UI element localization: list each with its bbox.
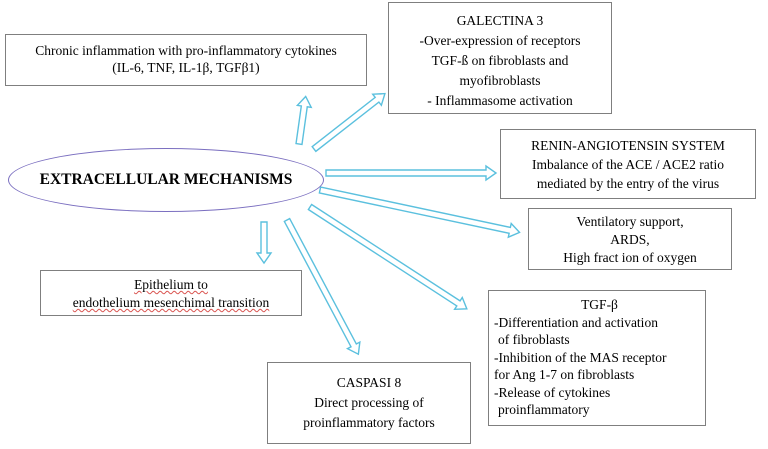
galectina-line-3: TGF-ß on fibroblasts and <box>431 53 569 68</box>
arrow-to-galectina <box>311 92 386 153</box>
tgfb-line-2: of fibroblasts <box>498 332 570 347</box>
arrow-to-ventilatory <box>318 186 521 239</box>
galectina-line-2: -Over-expression of receptors <box>419 33 581 48</box>
tgfb-line-5: -Release of cytokines <box>494 384 611 400</box>
galectina-line-5: - Inflammasome activation <box>427 93 573 108</box>
tgfb-title: TGF-β <box>581 297 618 312</box>
ventilatory-support-box: Ventilatory support, ARDS, High fract io… <box>528 208 732 270</box>
tgf-beta-box: TGF-β -Differentiation and activation of… <box>488 290 706 426</box>
epithelium-line-2: endothelium mesenchimal transition <box>72 295 270 310</box>
tgfb-line-3: -Inhibition of the MAS receptor <box>494 349 667 365</box>
chronic-inflammation-box: Chronic inflammation with pro-inflammato… <box>5 34 367 86</box>
ventilatory-line-1: Ventilatory support, <box>576 214 684 229</box>
arrow-to-chronic <box>295 95 313 146</box>
tgfb-line-4: for Ang 1-7 on fibroblasts <box>494 367 635 382</box>
caspasi-line-3: proinflammatory factors <box>303 415 435 430</box>
center-label: EXTRACELLULAR MECHANISMS <box>39 171 293 188</box>
tgfb-line-6: proinflammatory <box>498 402 590 417</box>
galectina-box: GALECTINA 3 -Over-expression of receptor… <box>388 2 612 114</box>
ventilatory-line-3: High fract ion of oxygen <box>563 250 697 265</box>
chronic-line-1: Chronic inflammation with pro-inflammato… <box>35 43 337 58</box>
tgfb-line-1: -Differentiation and activation <box>494 314 658 330</box>
caspasi-box: CASPASI 8 Direct processing of proinflam… <box>267 362 471 444</box>
epithelium-transition-box: Epithelium to endothelium mesenchimal tr… <box>40 270 302 316</box>
epithelium-line-1: Epithelium to <box>134 277 208 292</box>
arrow-to-caspasi <box>283 217 361 356</box>
arrow-to-epithelium <box>255 221 273 265</box>
arrow-to-renin <box>325 164 498 182</box>
renin-line-2: Imbalance of the ACE / ACE2 ratio <box>532 157 724 172</box>
extracellular-mechanisms-node: EXTRACELLULAR MECHANISMS <box>8 148 324 212</box>
renin-angiotensin-box: RENIN-ANGIOTENSIN SYSTEM Imbalance of th… <box>500 129 756 199</box>
chronic-line-2: (IL-6, TNF, IL-1β, TGFβ1) <box>112 60 260 75</box>
renin-line-3: mediated by the entry of the virus <box>536 176 720 191</box>
ventilatory-line-2: ARDS, <box>610 232 650 247</box>
renin-line-1: RENIN-ANGIOTENSIN SYSTEM <box>531 138 725 153</box>
arrow-to-tgfb <box>307 203 468 311</box>
caspasi-line-2: Direct processing of <box>314 395 424 410</box>
galectina-line-1: GALECTINA 3 <box>456 13 544 28</box>
caspasi-line-1: CASPASI 8 <box>336 375 402 390</box>
galectina-line-4: myofibroblasts <box>459 73 541 88</box>
